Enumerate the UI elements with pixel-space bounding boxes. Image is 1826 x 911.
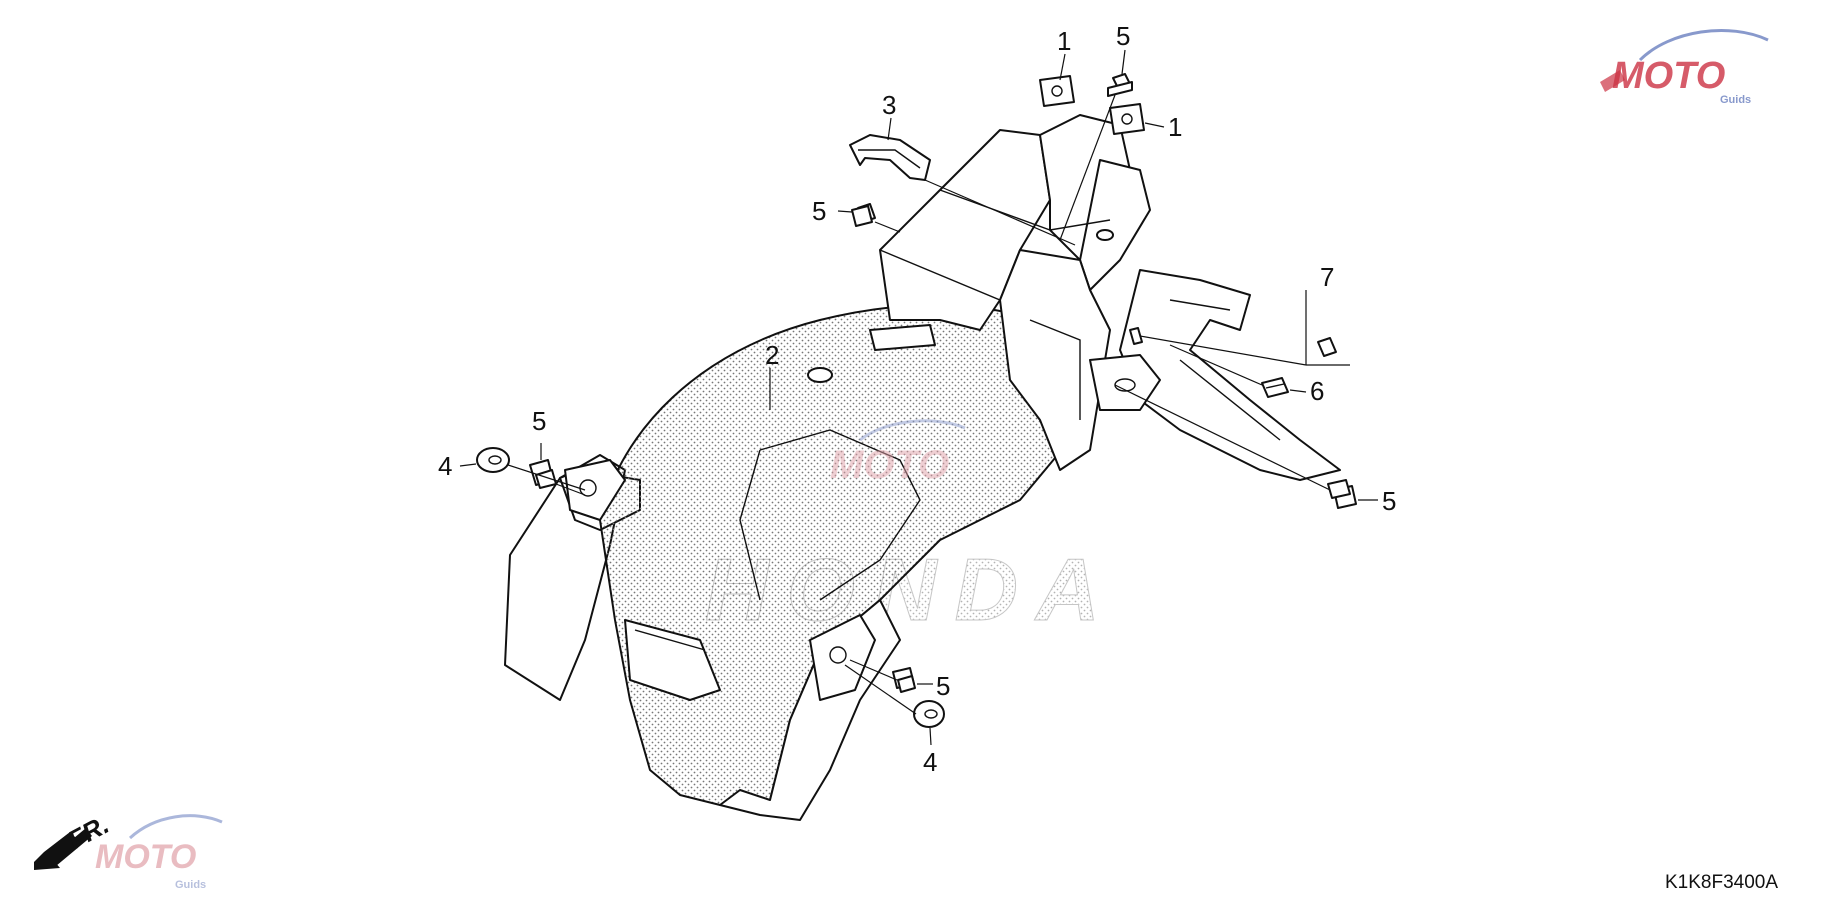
callout-5-left-lower: 5 [532, 406, 546, 436]
pin-part-7 [1317, 337, 1337, 357]
callout-5-right: 5 [1382, 486, 1396, 516]
moto-logo-bottom-left: MOTO Guids [95, 814, 223, 891]
moto-logo-center-text: MOTO [830, 443, 949, 487]
callout-7: 7 [1320, 262, 1334, 292]
callout-numbers: 1 1 2 3 4 4 5 5 5 5 5 6 7 [438, 21, 1396, 777]
callout-5-lower-right: 5 [936, 671, 950, 701]
rear-fender [504, 304, 1081, 821]
fender-upper-stay [879, 114, 1341, 481]
moto-logo-center: MOTO [830, 419, 966, 487]
callout-4-lower: 4 [923, 747, 937, 777]
part-code: K1K8F3400A [1665, 872, 1778, 893]
bolt-part-5-lower-right [892, 667, 916, 693]
callout-1-top: 1 [1057, 26, 1071, 56]
grommet-part-4-left [476, 447, 510, 473]
moto-logo-text: MOTO [1612, 55, 1725, 97]
moto-logo-top-right: MOTO Guids [1600, 29, 1769, 106]
callout-5-top: 5 [1116, 21, 1130, 51]
moto-logo-sub: Guids [1720, 94, 1751, 106]
band-part-3 [849, 134, 931, 181]
clip-nut-part-1-left [1039, 75, 1075, 107]
bolt-part-5-left-upper [851, 203, 876, 227]
clip-part-6 [1261, 377, 1289, 398]
clip-nut-part-1-right [1109, 103, 1145, 135]
bolt-part-5-right [1327, 479, 1357, 509]
leader-lines [459, 49, 1378, 746]
callout-5-left-upper: 5 [812, 196, 826, 226]
grommet-part-4-lower [913, 700, 945, 728]
pin-part-7-installed [1129, 327, 1143, 345]
callout-3: 3 [882, 90, 896, 120]
bolt-part-5-top [1107, 73, 1133, 97]
callout-4-left: 4 [438, 451, 452, 481]
arrow-left-icon [34, 832, 80, 870]
callout-6: 6 [1310, 376, 1324, 406]
callout-2: 2 [765, 340, 779, 370]
callout-1-right: 1 [1168, 112, 1182, 142]
moto-logo-bl-sub: Guids [175, 879, 206, 891]
moto-logo-bl-text: MOTO [95, 838, 196, 876]
